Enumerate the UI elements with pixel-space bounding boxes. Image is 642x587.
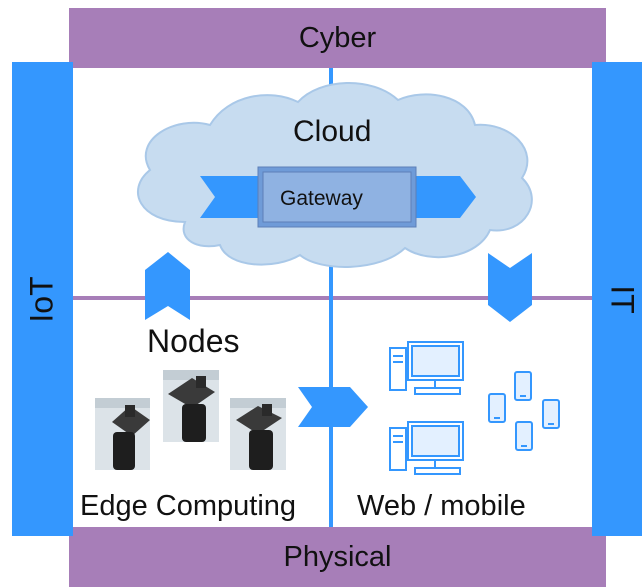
edge-computing-label: Edge Computing [80, 490, 297, 522]
gateway-right-arrow [398, 176, 476, 218]
web-mobile-label: Web / mobile [357, 490, 526, 522]
right-arrow [298, 387, 368, 427]
gateway-label: Gateway [280, 187, 363, 210]
gateway-box-inner [262, 171, 412, 223]
iot-band: IoT [12, 62, 73, 536]
physical-label: Physical [283, 540, 392, 573]
nodes-label: Nodes [147, 323, 240, 359]
mobile-icon-2 [488, 393, 506, 423]
cloud-label: Cloud [293, 115, 372, 148]
gateway-left-arrow [200, 176, 276, 218]
mobile-icon-4 [515, 421, 533, 451]
node-device-1 [95, 398, 150, 470]
cyber-label: Cyber [298, 21, 377, 54]
mobile-icon-3 [542, 399, 560, 429]
mobile-icon-1 [514, 371, 532, 401]
up-arrow [145, 252, 190, 320]
it-band: IT [592, 62, 642, 536]
desktop-icon-1 [389, 341, 464, 395]
physical-band: Physical [69, 527, 606, 587]
cyber-band: Cyber [69, 8, 606, 68]
down-arrow [488, 253, 532, 322]
desktop-icon-2 [389, 421, 464, 475]
node-device-2 [163, 370, 219, 442]
node-device-3 [230, 398, 286, 470]
